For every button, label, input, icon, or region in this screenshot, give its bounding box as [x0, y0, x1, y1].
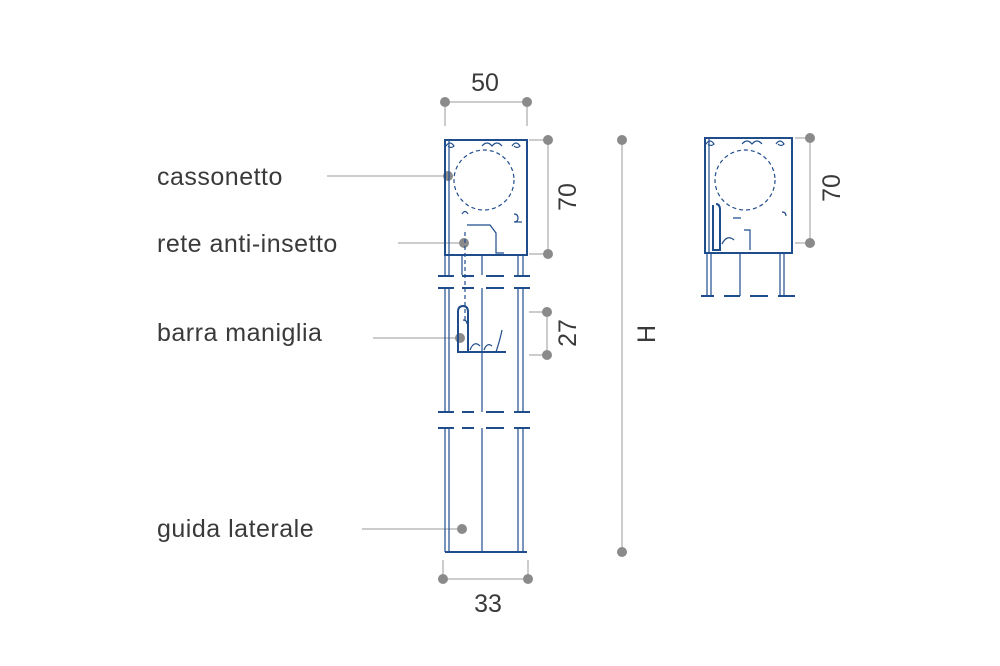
label-rete-anti-insetto: rete anti-insetto	[157, 230, 338, 258]
dimension-27: 27	[554, 319, 582, 347]
label-cassonetto-group: cassonetto	[157, 163, 453, 191]
dimension-50: 50	[471, 69, 499, 97]
label-barra-group: barra maniglia	[157, 319, 465, 347]
dimension-70-alt: 70	[818, 174, 846, 202]
leader-dot-barra	[455, 333, 465, 343]
roller-circle-secondary	[714, 149, 776, 211]
roller-circle	[453, 149, 515, 211]
guide-rails	[438, 255, 530, 553]
secondary-profile	[701, 137, 795, 297]
dimension-33: 33	[474, 590, 502, 618]
dimension-handle-height: 27	[529, 307, 582, 360]
dimension-width-top: 50	[440, 69, 532, 126]
main-profile	[438, 139, 530, 553]
label-barra-maniglia: barra maniglia	[157, 319, 322, 347]
label-guida-group: guida laterale	[157, 515, 467, 543]
dimension-box-height-alt: 70	[795, 133, 846, 248]
dimension-overall-height: H	[617, 135, 661, 557]
box-cassonetto	[444, 139, 528, 256]
handle-bar	[457, 304, 506, 353]
label-guida-laterale: guida laterale	[157, 515, 314, 543]
dimension-width-bottom: 33	[438, 560, 533, 618]
leader-dot-rete	[459, 238, 469, 248]
dimension-box-height-main: 70	[529, 135, 582, 259]
dimension-70-main: 70	[554, 183, 582, 211]
leader-dot-guida	[457, 524, 467, 534]
label-cassonetto: cassonetto	[157, 163, 283, 191]
label-rete-group: rete anti-insetto	[157, 230, 469, 258]
dimension-H: H	[633, 325, 661, 343]
